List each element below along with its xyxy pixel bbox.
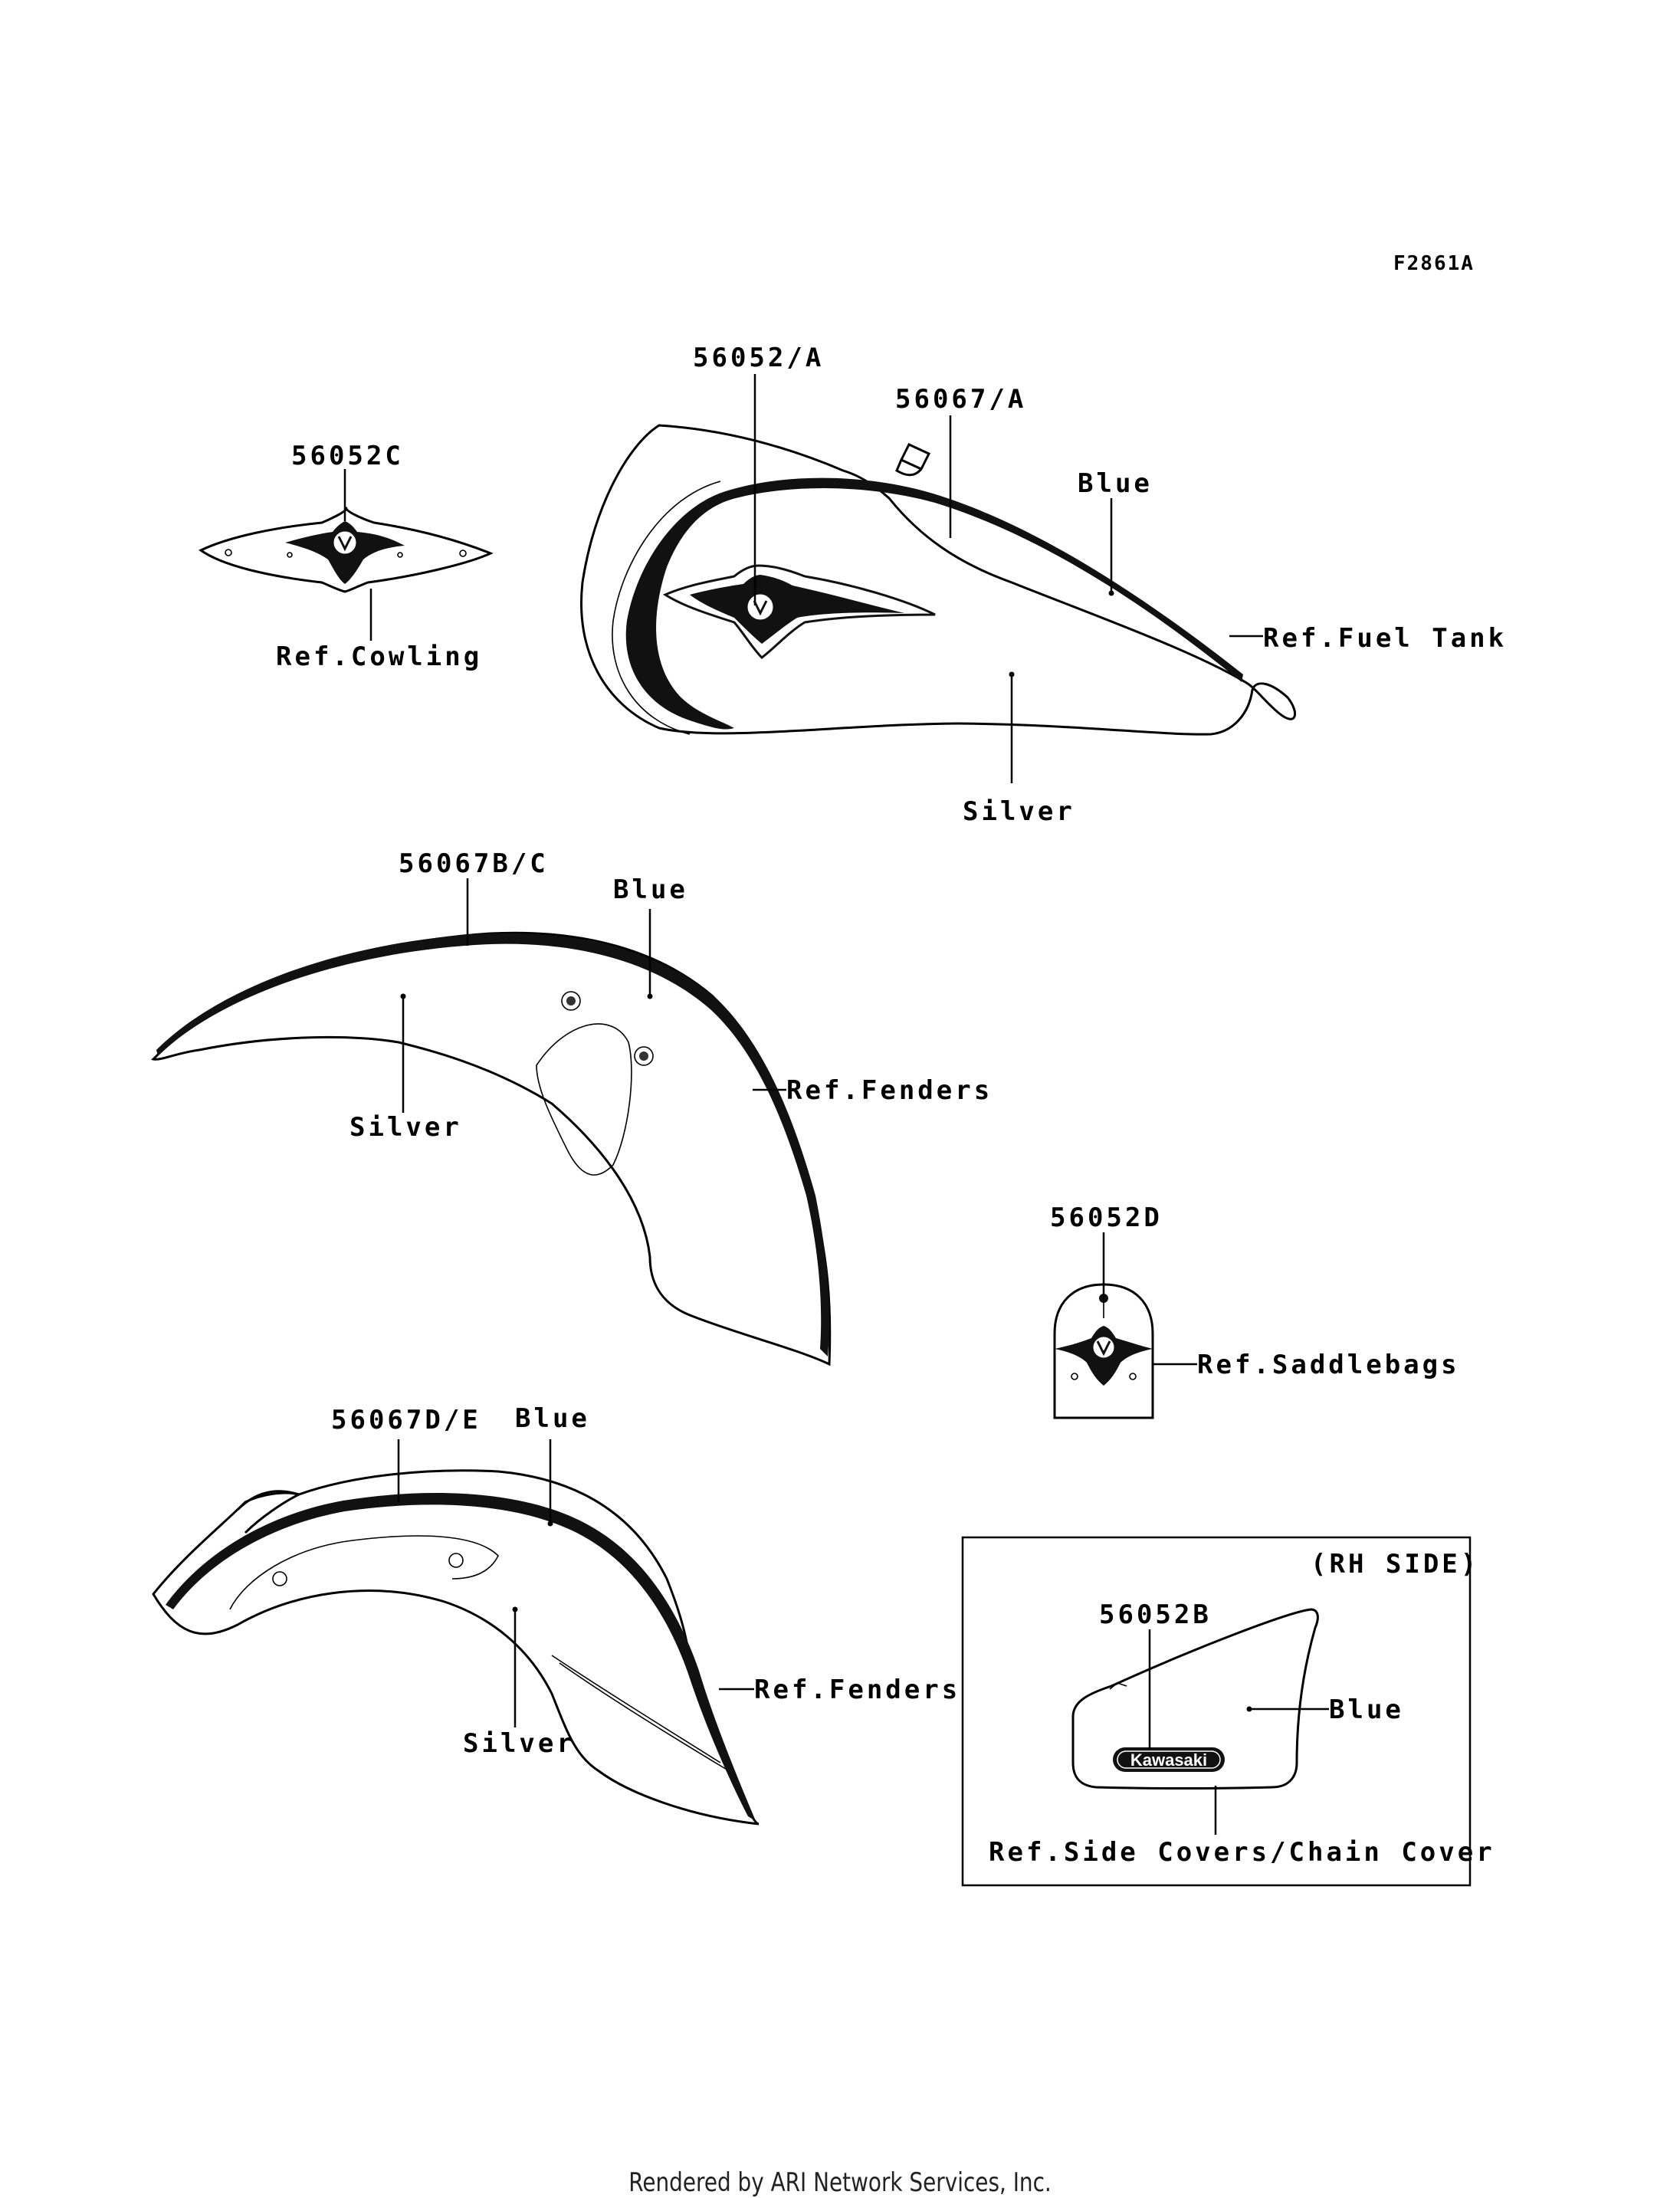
saddlebag-ref-label: Ref.Saddlebags [1197,1350,1460,1380]
figure-code: F2861A [1393,252,1475,275]
rear-fender-blue-label: Blue [515,1403,590,1434]
saddlebag-emblem [1053,1283,1154,1419]
kawasaki-logo-text: Kawasaki [1130,1750,1207,1770]
rear-fender-silver-label: Silver [463,1728,576,1759]
side-cover-part-label: 56052B [1099,1599,1212,1630]
fuel-tank [580,424,1296,736]
front-fender-ref-label: Ref.Fenders [786,1075,993,1106]
fuel-tank-ref-label: Ref.Fuel Tank [1263,623,1507,654]
side-cover-blue-label: Blue [1329,1694,1404,1725]
rear-fender [152,1469,760,1826]
fuel-tank-stripe-part-label: 56067/A [895,384,1026,415]
fuel-tank-emblem-part-label: 56052/A [693,343,824,373]
front-fender-part-label: 56067B/C [399,848,549,879]
cowling-ref-label: Ref.Cowling [276,641,482,672]
side-cover: Kawasaki [1071,1608,1319,1790]
side-cover-ref-label: Ref.Side Covers/Chain Cover [989,1837,1495,1868]
front-fender-silver-label: Silver [349,1112,462,1143]
front-fender [150,931,832,1366]
cowling-emblem [199,506,494,593]
rear-fender-ref-label: Ref.Fenders [754,1675,960,1705]
fuel-tank-silver-label: Silver [963,796,1075,827]
footer-credit: Rendered by ARI Network Services, Inc. [628,2167,1052,2198]
side-cover-side-label: (RH SIDE) [1311,1549,1479,1580]
rear-fender-part-label: 56067D/E [331,1405,481,1435]
saddlebag-part-label: 56052D [1050,1202,1163,1233]
fuel-tank-blue-label: Blue [1078,468,1153,499]
side-cover-box [961,1536,1472,1887]
front-fender-blue-label: Blue [613,874,688,905]
cowling-part-label: 56052C [291,441,404,471]
